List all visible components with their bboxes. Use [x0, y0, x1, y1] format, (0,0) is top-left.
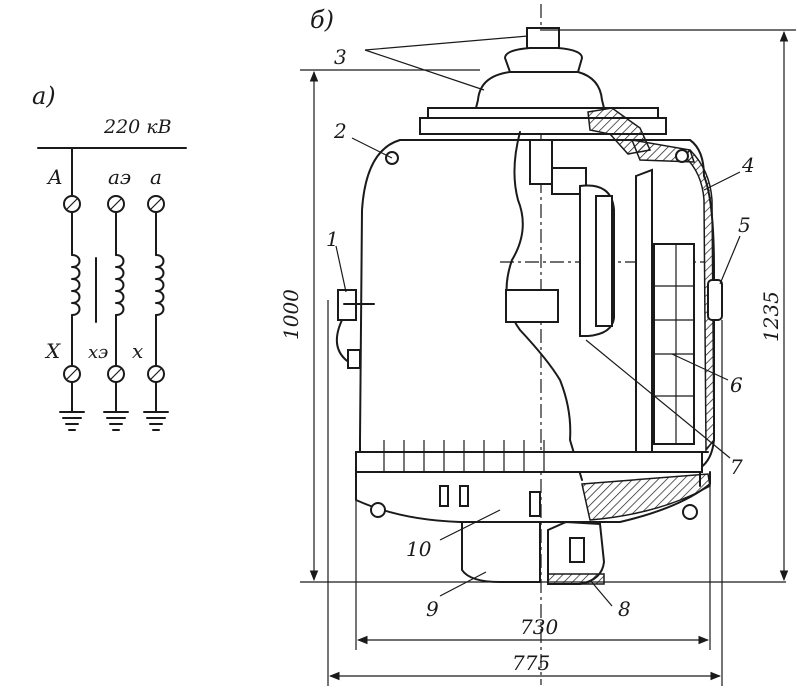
- leaders: [335, 35, 741, 607]
- dim-775-text: 775: [512, 651, 550, 675]
- callout-8: 8: [618, 597, 631, 621]
- foot-bolt-left: [370, 502, 386, 518]
- panel-a-label: а): [32, 82, 56, 110]
- internal-parts: [505, 139, 723, 453]
- panel-a-scheme: а) 220 кВ: [32, 82, 187, 431]
- callout-1: 1: [326, 227, 339, 251]
- callout-3: 3: [334, 45, 347, 69]
- panel-b-label: б): [310, 6, 334, 34]
- tank-wall-hatch: [682, 148, 715, 453]
- lifting-lug-right: [675, 149, 689, 163]
- callout-7: 7: [730, 455, 743, 479]
- dim-730-text: 730: [520, 615, 558, 639]
- panel-b-section: б): [279, 4, 796, 686]
- callout-10: 10: [406, 537, 432, 561]
- terminal-x-label: x: [132, 339, 143, 363]
- lead-block: [505, 289, 559, 323]
- foot-bolt-right: [682, 504, 698, 520]
- callout-2: 2: [333, 119, 347, 143]
- winding-ae-xe: [103, 195, 129, 431]
- part-1-valve: [335, 289, 375, 369]
- terminal-xe-label: xэ: [88, 342, 108, 363]
- dimensions: 1000 1235 730 775: [279, 29, 796, 686]
- voltage-label: 220 кВ: [103, 116, 172, 138]
- terminal-A-label: A: [46, 165, 62, 189]
- coil-a-low: [155, 254, 165, 316]
- winding-a-x: [59, 147, 85, 431]
- tank-left-wall: [359, 139, 401, 453]
- callout-9: 9: [426, 597, 439, 621]
- callout-6: 6: [730, 373, 743, 397]
- terminal-ae-label: aэ: [108, 165, 131, 189]
- top-bushing: [419, 27, 696, 163]
- dim-1235-text: 1235: [759, 291, 783, 342]
- terminal-a-label: a: [150, 165, 162, 189]
- part-9: [461, 521, 541, 583]
- dim-1000-text: 1000: [279, 289, 303, 340]
- coil-ae: [115, 254, 125, 316]
- callout-4: 4: [741, 153, 755, 177]
- side-cap: [707, 279, 723, 321]
- callout-5: 5: [738, 213, 751, 237]
- terminal-X-label: X: [44, 339, 61, 363]
- coil-a: [71, 254, 81, 316]
- winding-a-x-low: [143, 195, 169, 431]
